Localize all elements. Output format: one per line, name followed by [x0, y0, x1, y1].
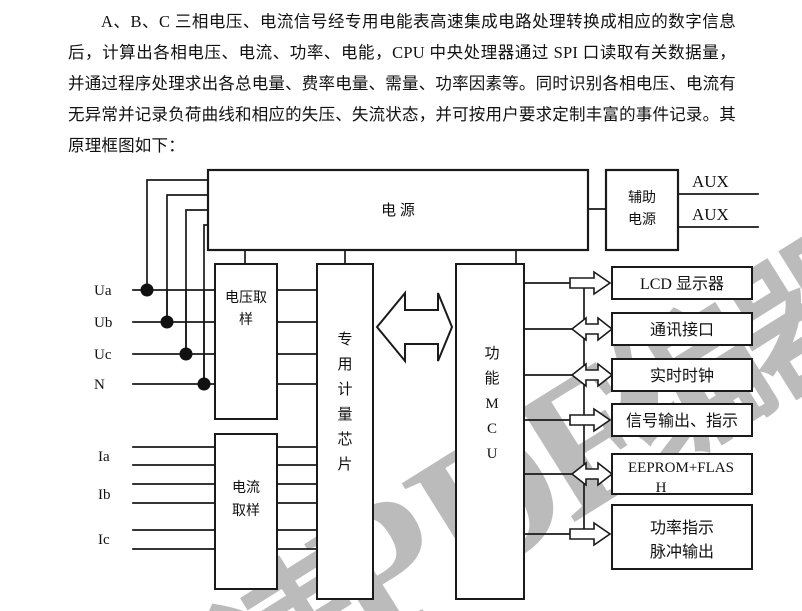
voltage-sampling-label-line1: 电压取	[225, 290, 267, 306]
current-input-label-1: Ib	[98, 487, 111, 503]
mcu-char-0: 功	[484, 345, 499, 362]
arrow-to-lcd	[569, 271, 611, 295]
metering-chip-char-2: 计	[337, 381, 352, 398]
metering-chip-label: 专 用 计 量 芯 片	[337, 331, 352, 473]
voltage-sampling-label-line2: 样	[239, 312, 253, 328]
bus-arrow-chip-mcu	[375, 290, 454, 364]
peripheral-label-lcd: LCD 显示器	[640, 275, 724, 293]
metering-chip-char-0: 专	[337, 331, 352, 348]
power-supply-box	[206, 168, 590, 252]
voltage-input-label-1: Ub	[94, 315, 112, 331]
voltage-input-label-2: Uc	[94, 347, 112, 363]
metering-chip-char-3: 量	[337, 407, 352, 423]
peripheral-box-lcd	[611, 266, 753, 300]
peripheral-label-signal: 信号输出、指示	[626, 412, 738, 430]
peripheral-label-pulse-line1: 功率指示	[650, 519, 714, 537]
aux-supply-label-line1: 辅助	[628, 190, 656, 206]
metering-chip-char-5: 片	[337, 456, 352, 473]
peripheral-box-signal	[611, 403, 753, 437]
voltage-sampling-box	[214, 263, 278, 420]
current-sampling-label-line1: 电流	[232, 480, 260, 496]
current-sampling-box	[214, 433, 278, 590]
arrow-to-eeprom	[571, 462, 613, 486]
aux-supply-label-line2: 电源	[628, 212, 656, 228]
body-paragraph: A、B、C 三相电压、电流信号经专用电能表高速集成电路处理转换成相应的数字信息后…	[68, 6, 736, 161]
current-sampling-label-line2: 取样	[232, 503, 260, 519]
mcu-char-2: M	[485, 396, 498, 412]
junction-dot-uc	[179, 347, 193, 361]
mcu-label: 功 能 M C U	[484, 345, 499, 462]
peripheral-box-pulse	[611, 504, 753, 570]
block-diagram: 电 源 辅助 电源 AUX AUX 电压取 样 电流 取样 专 用 计 量 芯 …	[0, 162, 802, 611]
peripheral-label-eeprom-line2: H	[656, 480, 667, 496]
mcu-char-3: C	[487, 421, 497, 437]
aux-output-label-0: AUX	[692, 172, 729, 191]
peripheral-label-comm: 通讯接口	[650, 321, 714, 339]
aux-supply-box	[604, 168, 680, 252]
voltage-input-label-0: Ua	[94, 283, 112, 299]
wire-ua-to-power	[146, 179, 209, 291]
mcu-char-1: 能	[484, 370, 499, 387]
wire-ub-to-power	[166, 194, 209, 323]
current-input-label-0: Ia	[98, 449, 110, 465]
arrow-to-comm	[571, 317, 613, 341]
metering-chip-box	[316, 263, 374, 600]
peripheral-label-eeprom-line1: EEPROM+FLAS	[628, 460, 734, 476]
paragraph-text: A、B、C 三相电压、电流信号经专用电能表高速集成电路处理转换成相应的数字信息后…	[68, 12, 736, 155]
peripheral-box-eeprom	[611, 453, 753, 495]
current-input-label-2: Ic	[98, 532, 110, 548]
junction-dot-n	[197, 377, 211, 391]
power-supply-label: 电 源	[381, 202, 415, 219]
aux-output-label-1: AUX	[692, 205, 729, 224]
arrow-to-pulse	[569, 522, 611, 546]
block-diagram-svg: 电 源 辅助 电源 AUX AUX 电压取 样 电流 取样 专 用 计 量 芯 …	[94, 168, 759, 600]
voltage-input-label-3: N	[94, 377, 105, 393]
junction-dot-ub	[160, 315, 174, 329]
metering-chip-char-1: 用	[337, 357, 352, 373]
junction-dot-ua	[140, 283, 154, 297]
peripheral-box-rtc	[611, 358, 753, 392]
peripheral-box-comm	[611, 312, 753, 346]
peripheral-label-pulse-line2: 脉冲输出	[650, 543, 714, 561]
mcu-char-4: U	[487, 446, 498, 462]
mcu-box	[455, 263, 525, 600]
peripheral-label-rtc: 实时时钟	[650, 367, 714, 385]
metering-chip-char-4: 芯	[337, 431, 352, 448]
arrow-to-signal	[569, 408, 611, 432]
arrow-to-rtc	[571, 363, 613, 387]
